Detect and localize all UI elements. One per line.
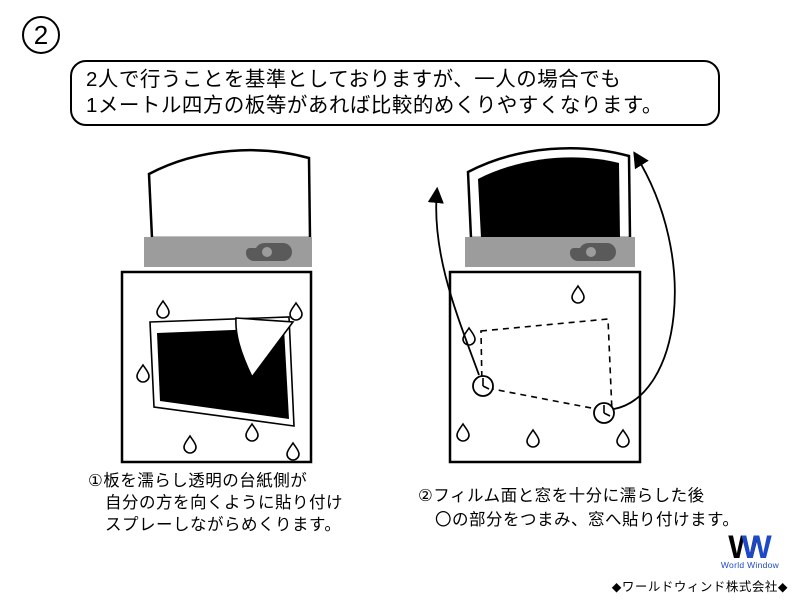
illustration-right: [427, 147, 676, 464]
caption-step1-line3: スプレーしながらめくります。: [105, 516, 342, 534]
logo-w-blue: W: [741, 529, 772, 565]
logo-subtitle: World Window: [720, 560, 780, 570]
caption-step1-line1: ①板を濡らし透明の台紙側が: [88, 472, 308, 490]
film-dark-face: [478, 157, 620, 238]
arrow-right: [613, 151, 676, 410]
logo-w-black: W: [728, 529, 759, 565]
arrow-left: [427, 186, 480, 376]
caption-step2: ②フィルム面と窓を十分に濡らした後 〇の部分をつまみ、窓へ貼り付けます。: [418, 484, 739, 532]
step-number: 2: [33, 19, 49, 50]
caption-step2-line2: 〇の部分をつまみ、窓へ貼り付けます。: [435, 511, 740, 529]
step-number-badge: 2: [22, 16, 60, 54]
caption-step1-line2: 自分の方を向くように貼り付け: [105, 494, 343, 512]
caption-step2-line1: ②フィルム面と窓を十分に濡らした後: [418, 487, 705, 505]
illustration-left: [120, 148, 313, 464]
pinch-point-left: [472, 375, 494, 397]
board-right: [448, 270, 642, 464]
instruction-bubble: 2人で行うことを基準としておりますが、一人の場合でも 1メートル四方の板等があれ…: [70, 60, 720, 126]
peel-fold: [235, 317, 295, 379]
pinch-point-right: [593, 402, 615, 424]
company-name: ◆ワールドウィンド株式会社◆: [611, 580, 788, 594]
bubble-line-2: 1メートル四方の板等があれば比較的めくりやすくなります。: [86, 94, 663, 117]
caption-step1: ①板を濡らし透明の台紙側が 自分の方を向くように貼り付け スプレーしながらめくり…: [88, 470, 343, 536]
film-sheet-left: [147, 148, 312, 240]
logo-ww-icon: WW: [718, 529, 782, 565]
company-logo: WW World Window: [718, 529, 782, 570]
bubble-line-1: 2人で行うことを基準としておりますが、一人の場合でも: [86, 68, 622, 91]
